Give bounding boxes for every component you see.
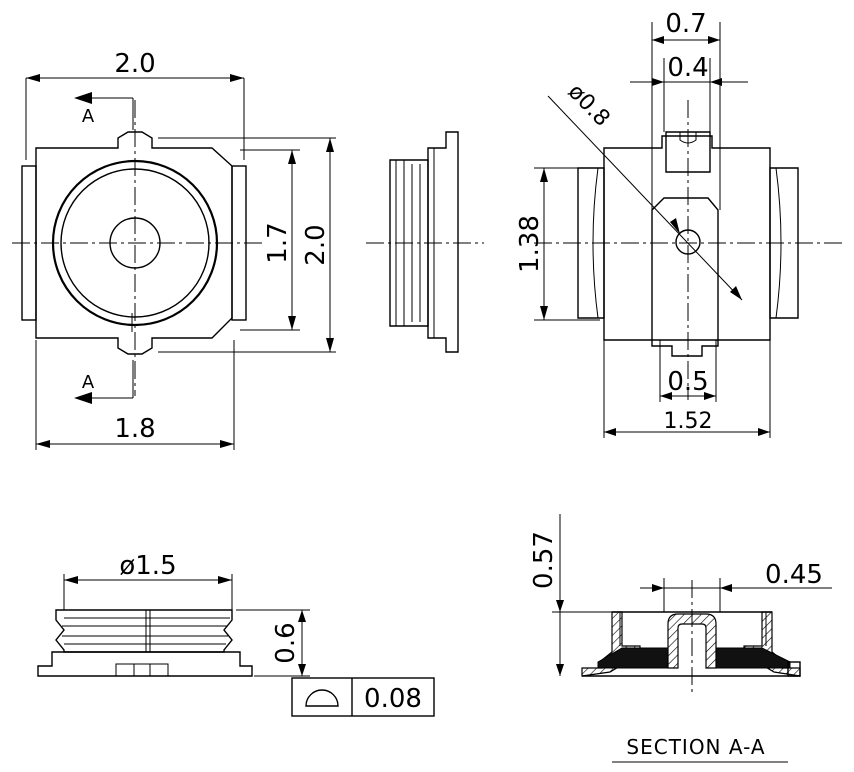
dim-section-inner: 0.45: [765, 560, 823, 590]
tolerance-frame: 0.08: [291, 677, 435, 717]
section-right-step: [787, 661, 801, 677]
dim-arrow: [652, 78, 664, 86]
profile-of-surface-icon: [305, 689, 339, 707]
dim-arrow: [540, 306, 548, 320]
profile-view-body: [55, 609, 233, 653]
dim-arrow: [298, 664, 306, 676]
section-insulator-right: [715, 647, 791, 669]
dim-arrow: [556, 600, 564, 612]
dim-pad-height: 1.38: [515, 215, 545, 273]
dim-pin-width: 0.4: [667, 53, 708, 83]
dim-arrow: [660, 392, 672, 400]
profile-view-base: [37, 651, 253, 677]
dim-arrow: [218, 576, 232, 584]
dim-arrow: [288, 150, 296, 164]
dim-arrow: [540, 168, 548, 182]
dim-arrow: [652, 36, 664, 44]
dim-arrow: [298, 610, 306, 622]
dim-arrow: [556, 664, 564, 676]
dim-arrow: [652, 584, 664, 592]
profile-tab: [115, 663, 169, 677]
dim-profile-diameter: ø1.5: [119, 551, 176, 581]
dim-arrow: [758, 428, 770, 436]
section-mark-bottom: A: [82, 372, 95, 393]
section-view: 0.57 0.45 SECTION A-A: [529, 514, 832, 763]
dim-arrow: [326, 338, 334, 352]
dim-leader-line: [547, 95, 743, 301]
section-mark-top: A: [82, 106, 95, 127]
dim-outer-height: 2.0: [301, 224, 331, 265]
section-center-contact: [667, 613, 717, 669]
side-view-base: [427, 131, 459, 353]
dim-bottom-width: 1.8: [114, 414, 155, 444]
dim-top-width: 2.0: [114, 49, 155, 79]
bottom-view-center-tab: [651, 197, 719, 357]
side-view: [366, 131, 484, 353]
dim-arrow: [720, 584, 732, 592]
dim-inner-height: 1.7: [263, 222, 293, 263]
bottom-view-top-slot: [665, 131, 711, 173]
bottom-view: 0.7 0.4 ø0.8 1.38 0.5 1.52: [515, 9, 842, 438]
dim-arrow: [230, 74, 244, 82]
tolerance-value: 0.08: [364, 684, 422, 714]
dim-arrow: [26, 74, 40, 82]
dim-arrow: [708, 36, 720, 44]
dim-arrow: [288, 316, 296, 330]
bottom-view-right-pad: [769, 167, 799, 319]
section-arrow: [74, 92, 92, 104]
tolerance-box: [291, 677, 435, 717]
section-caption: SECTION A-A: [626, 735, 765, 759]
dim-pad-span: 1.52: [664, 409, 713, 434]
dim-arrow: [730, 286, 742, 300]
bottom-view-body: [603, 135, 771, 341]
section-insulator-left: [597, 647, 669, 669]
dim-arrow: [64, 576, 78, 584]
dim-arrow: [704, 392, 716, 400]
dim-arrow: [670, 218, 680, 234]
dim-section-height: 0.57: [529, 531, 559, 589]
dim-arrow: [36, 440, 50, 448]
dim-arrow: [604, 428, 616, 436]
dim-tab-width: 0.5: [667, 367, 708, 397]
dim-arrow: [220, 440, 234, 448]
profile-view: ø1.5 0.6 0.08: [37, 551, 435, 717]
dim-pin-spacing: 0.7: [665, 9, 706, 39]
section-arrow: [74, 392, 92, 404]
top-view: 2.0 1.8 1.7 2.0 A A: [12, 49, 336, 450]
dim-hole-diameter: ø0.8: [563, 79, 615, 131]
dim-profile-height: 0.6: [271, 622, 301, 663]
dim-arrow: [710, 78, 722, 86]
dim-arrow: [326, 138, 334, 152]
